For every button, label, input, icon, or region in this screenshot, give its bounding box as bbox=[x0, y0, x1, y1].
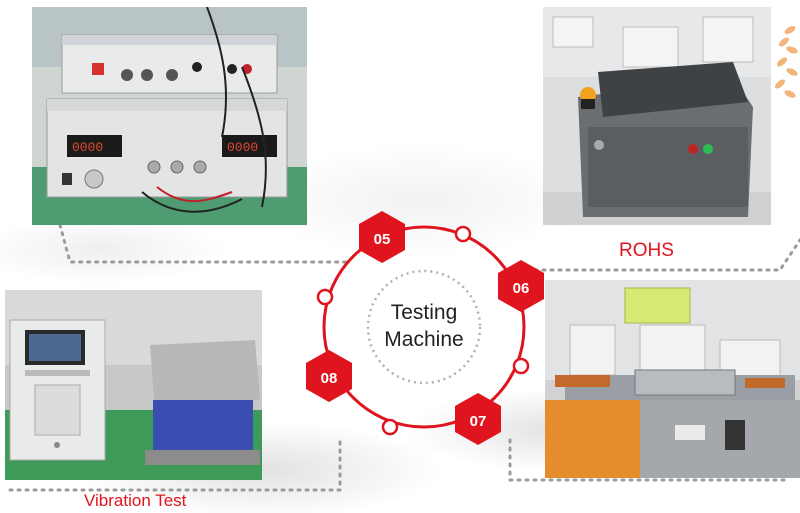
badge-07-label: 07 bbox=[470, 413, 487, 430]
badge-08: 08 bbox=[306, 350, 352, 402]
ring-node bbox=[454, 225, 472, 243]
badge-08-label: 08 bbox=[321, 370, 338, 387]
badge-05: 05 bbox=[359, 211, 405, 263]
ring-node bbox=[381, 418, 399, 436]
svg-text:0000: 0000 bbox=[227, 140, 258, 155]
center-title-line2: Machine bbox=[384, 328, 463, 351]
power-supply-tester-photo: 0000 0000 bbox=[32, 7, 307, 225]
center-title-line1: Testing bbox=[391, 301, 458, 324]
badge-05-label: 05 bbox=[374, 231, 391, 248]
ring-node bbox=[316, 288, 334, 306]
rohs-analyzer-photo bbox=[543, 7, 771, 225]
svg-text:0000: 0000 bbox=[72, 140, 103, 155]
vibration-tester-photo bbox=[5, 290, 262, 480]
badge-06-label: 06 bbox=[513, 280, 530, 297]
inner-ring bbox=[366, 269, 482, 385]
switch-life-tester-photo bbox=[545, 280, 800, 478]
vibration-test-label: Vibration Test bbox=[84, 491, 187, 510]
badge-07: 07 bbox=[455, 393, 501, 445]
rohs-label: ROHS bbox=[619, 240, 674, 261]
outer-ring bbox=[322, 225, 526, 429]
ring-node bbox=[512, 357, 530, 375]
wheat-ornament bbox=[775, 26, 798, 98]
badge-06: 06 bbox=[498, 260, 544, 312]
